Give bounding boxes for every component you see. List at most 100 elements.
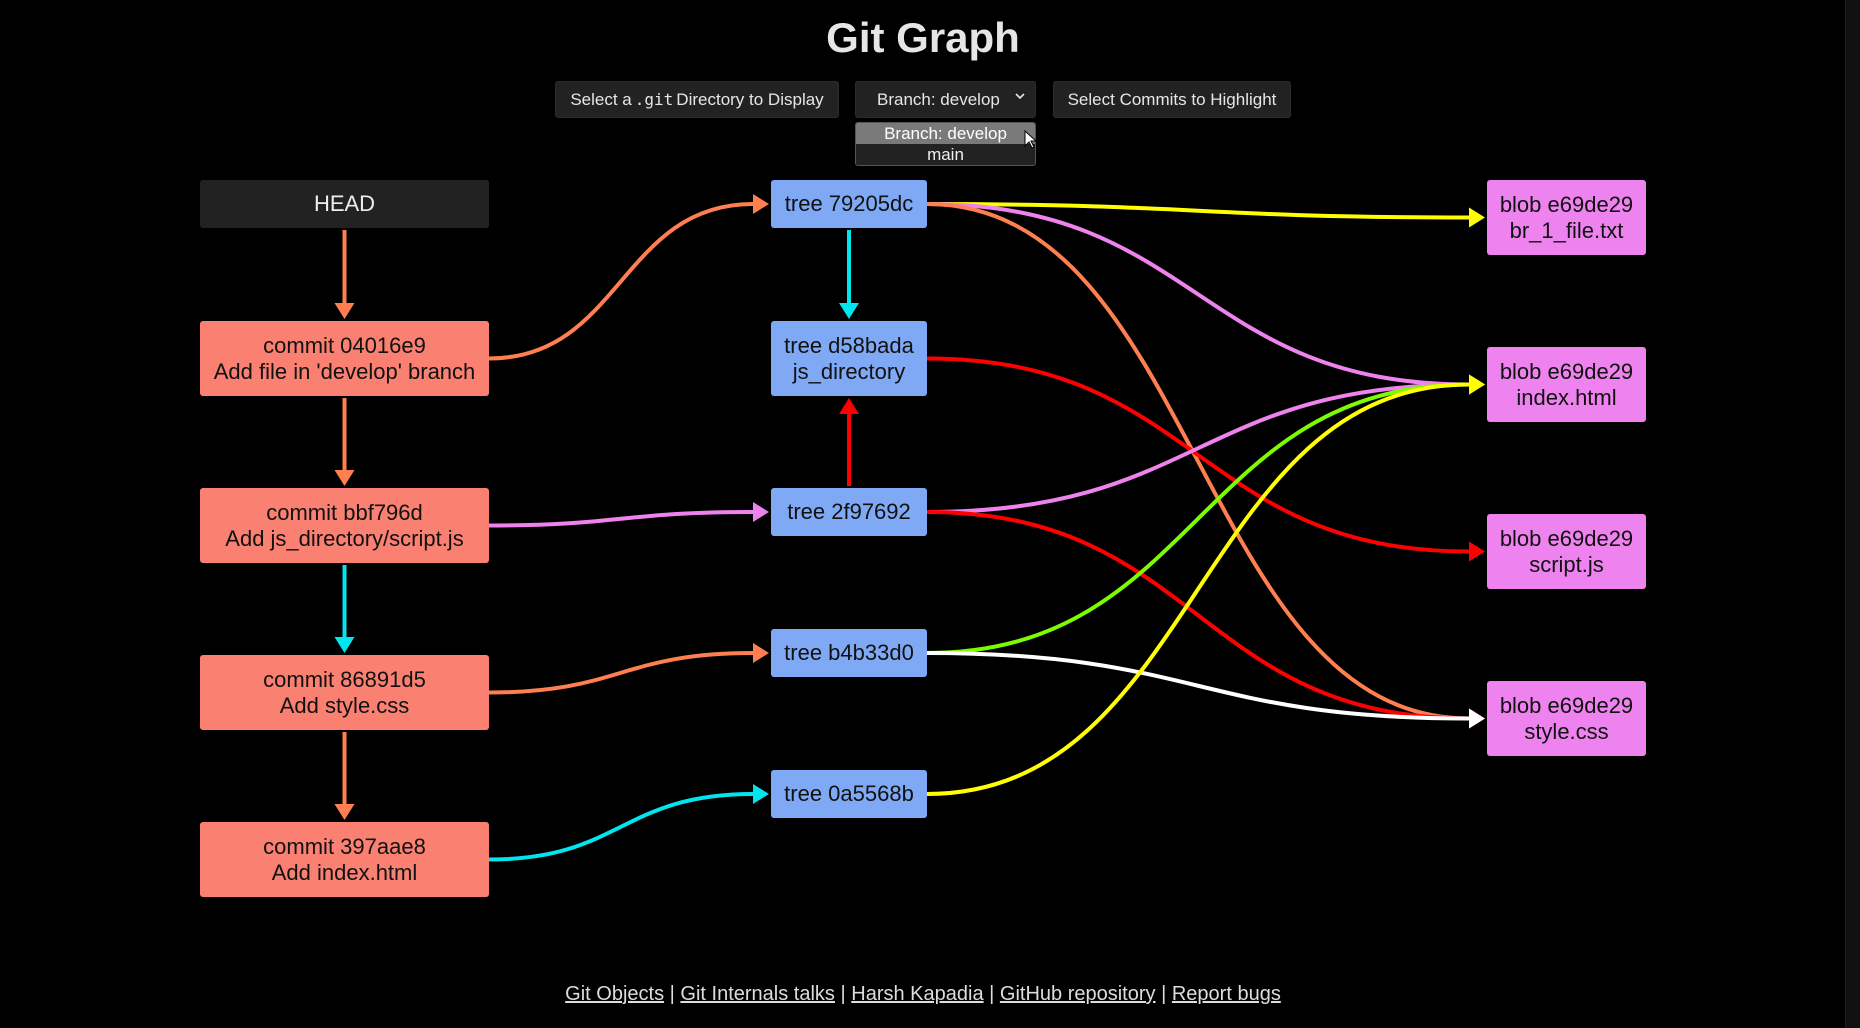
edge-arrowhead (334, 804, 355, 820)
graph-edge (839, 230, 859, 319)
graph-edge (488, 502, 769, 528)
blob-filename: script.js (1529, 551, 1604, 577)
commit-message: Add file in 'develop' branch (213, 358, 476, 384)
edge-line (926, 382, 1470, 514)
commit-hash: commit 397aae8 (263, 833, 426, 859)
edge-line (926, 651, 1470, 721)
branch-dropdown-list: Branch: develop main (855, 122, 1036, 166)
graph-edge (334, 398, 355, 486)
graph-edge (926, 202, 1485, 228)
tree-path: js_directory (792, 358, 906, 384)
edge-arrowhead (753, 784, 769, 804)
head-node[interactable]: HEAD (200, 180, 489, 228)
edge-arrowhead (334, 637, 355, 653)
tree-node[interactable]: tree 2f97692 (771, 488, 927, 536)
tree-hash: tree b4b33d0 (784, 640, 914, 665)
page-title: Git Graph (826, 14, 1020, 61)
branch-select-value: Branch: develop (877, 89, 1000, 109)
edge-line (926, 202, 1470, 387)
select-git-directory-button[interactable]: Select a .git Directory to Display (555, 81, 839, 118)
graph-edge (839, 398, 859, 486)
footer-link-github-repository[interactable]: GitHub repository (999, 983, 1156, 1005)
edge-line (488, 651, 754, 695)
branch-option-develop[interactable]: Branch: develop (856, 123, 1035, 144)
chevron-down-icon (1014, 89, 1026, 107)
edge-line (926, 382, 1470, 796)
blob-filename: style.css (1524, 718, 1609, 744)
footer-link-harsh-kapadia[interactable]: Harsh Kapadia (851, 983, 984, 1005)
graph-edge (488, 194, 769, 361)
tree-node[interactable]: tree d58bada js_directory (771, 321, 927, 396)
branch-option-main[interactable]: main (927, 145, 964, 164)
graph-edge (926, 374, 1485, 655)
edge-arrowhead (1469, 374, 1485, 395)
commit-message: Add index.html (271, 859, 418, 885)
blob-hash: blob e69de29 (1499, 525, 1634, 551)
tree-node[interactable]: tree 0a5568b (771, 770, 927, 818)
footer-link-git-objects[interactable]: Git Objects (565, 983, 665, 1005)
blob-node[interactable]: blob e69de29 br_1_file.txt (1487, 180, 1646, 255)
commit-node[interactable]: commit bbf796d Add js_directory/script.j… (200, 488, 489, 563)
footer-separator: | (1161, 983, 1167, 1005)
edge-line (926, 382, 1470, 655)
edge-line (488, 510, 754, 528)
edge-arrowhead (753, 194, 769, 214)
commit-hash: commit 86891d5 (263, 666, 426, 692)
blob-hash: blob e69de29 (1499, 358, 1634, 384)
graph-edge (488, 643, 769, 695)
edge-arrowhead (839, 398, 859, 414)
graph-edge (334, 565, 355, 653)
select-dir-suffix: Directory to Display (676, 89, 824, 109)
commit-hash: commit 04016e9 (263, 332, 426, 358)
blob-node[interactable]: blob e69de29 style.css (1487, 681, 1646, 756)
edge-line (488, 202, 754, 361)
graph-edge (926, 356, 1485, 562)
tree-hash: tree 2f97692 (787, 499, 911, 524)
edge-line (926, 202, 1470, 220)
tree-node[interactable]: tree 79205dc (771, 180, 927, 228)
tree-hash: tree 0a5568b (784, 781, 914, 806)
edge-line (488, 792, 754, 862)
graph-edge (926, 202, 1485, 729)
commit-node[interactable]: commit 397aae8 Add index.html (200, 822, 489, 897)
edge-arrowhead (753, 502, 769, 522)
edge-arrowhead (1469, 207, 1485, 228)
blob-hash: blob e69de29 (1499, 191, 1634, 217)
edge-arrowhead (334, 303, 355, 319)
blob-node[interactable]: blob e69de29 script.js (1487, 514, 1646, 589)
footer-link-report-bugs[interactable]: Report bugs (1171, 983, 1281, 1005)
graph-edge (334, 732, 355, 820)
mouse-pointer-icon (1024, 129, 1038, 155)
commit-node[interactable]: commit 86891d5 Add style.css (200, 655, 489, 730)
commit-hash: commit bbf796d (266, 499, 423, 525)
blob-hash: blob e69de29 (1499, 692, 1634, 718)
footer-separator: | (840, 983, 846, 1005)
edge-arrowhead (1469, 541, 1485, 562)
graph-edge (926, 510, 1485, 729)
edge-line (926, 202, 1470, 721)
footer-separator: | (989, 983, 995, 1005)
graph-edge (926, 374, 1485, 796)
edge-line (926, 510, 1470, 721)
commit-message: Add style.css (279, 692, 410, 718)
edge-arrowhead (1469, 708, 1485, 729)
edge-arrowhead (839, 303, 859, 319)
select-dir-code: .git (634, 90, 674, 109)
select-commits-highlight-button[interactable]: Select Commits to Highlight (1053, 81, 1291, 118)
tree-node[interactable]: tree b4b33d0 (771, 629, 927, 677)
footer-links: Git Objects | Git Internals talks | Hars… (0, 983, 1846, 1006)
footer-link-git-internals-talks[interactable]: Git Internals talks (680, 983, 835, 1005)
blob-filename: index.html (1516, 384, 1617, 410)
branch-select[interactable]: Branch: develop (855, 81, 1036, 118)
select-dir-prefix: Select a (570, 89, 632, 109)
edge-arrowhead (753, 643, 769, 663)
graph-edge (334, 230, 355, 319)
edge-arrowhead (334, 470, 355, 486)
commit-message: Add js_directory/script.js (225, 525, 464, 551)
blob-filename: br_1_file.txt (1509, 217, 1624, 243)
blob-node[interactable]: blob e69de29 index.html (1487, 347, 1646, 422)
head-label: HEAD (313, 191, 376, 216)
commit-node[interactable]: commit 04016e9 Add file in 'develop' bra… (200, 321, 489, 396)
page-scrollbar[interactable] (1845, 0, 1860, 1028)
